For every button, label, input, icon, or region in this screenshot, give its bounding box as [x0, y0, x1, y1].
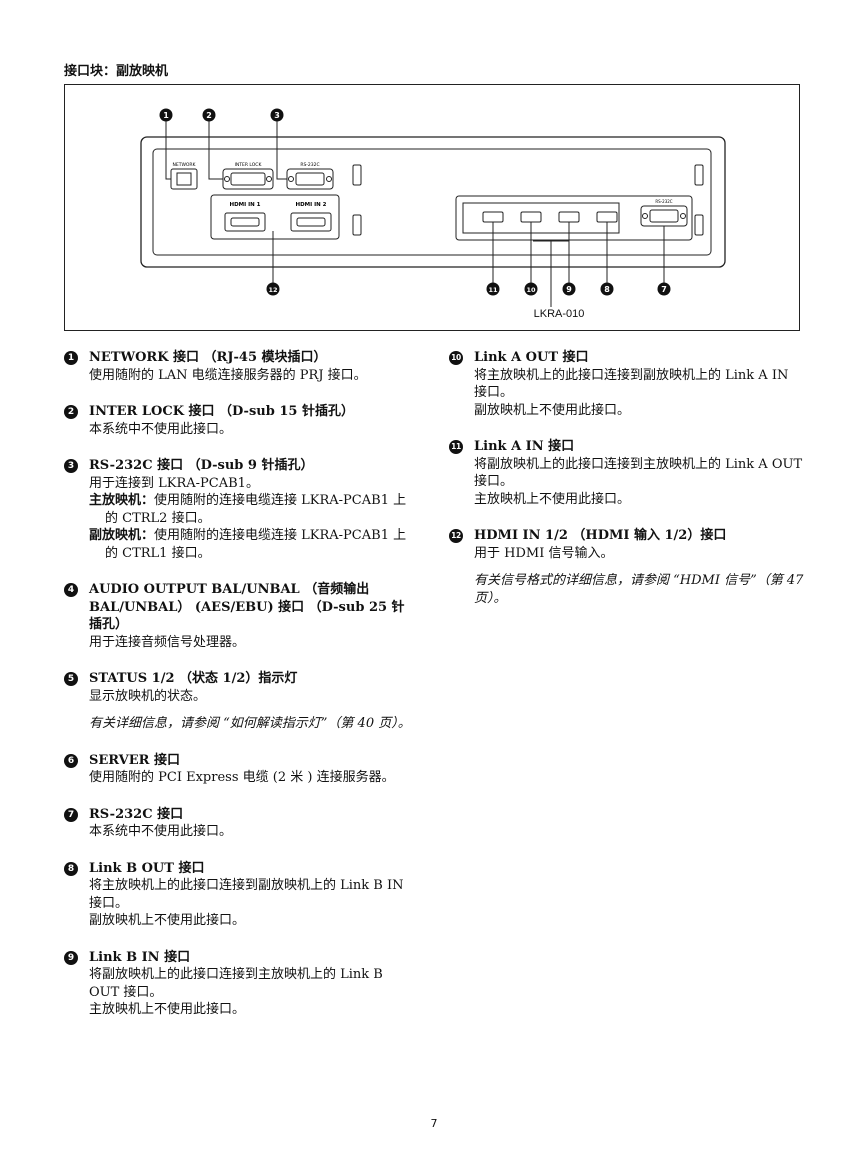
item-text: 副放映机上不使用此接口。 [89, 913, 246, 928]
item-text: 主放映机上不使用此接口。 [89, 1002, 246, 1017]
item-number: 6 [64, 753, 78, 768]
hdmi-ports: HDMI IN 1 HDMI IN 2 [210, 194, 340, 240]
item-title: STATUS 1/2 （状态 1/2）指示灯 [89, 671, 298, 686]
item-text: 将主放映机上的此接口连接到副放映机上的 Link A IN 接口。 [474, 367, 789, 401]
item-text: 用于 HDMI 信号输入。 [474, 545, 614, 561]
board-label: LKRA-010 [534, 308, 585, 320]
svg-text:7: 7 [661, 285, 667, 294]
item-text: 显示放映机的状态。 [89, 688, 207, 704]
item-title: Link A OUT 接口 [474, 350, 589, 365]
item-number: 8 [64, 861, 78, 876]
list-item: 8 Link B OUT 接口 将主放映机上的此接口连接到副放映机上的 Link… [64, 860, 414, 930]
list-item: 10 Link A OUT 接口 将主放映机上的此接口连接到副放映机上的 Lin… [449, 349, 805, 419]
item-title: AUDIO OUTPUT BAL/UNBAL （音频输出 BAL/UNBAL） … [89, 582, 405, 632]
item-title: SERVER 接口 [89, 752, 180, 768]
item-text: 用于连接音频信号处理器。 [89, 634, 246, 650]
item-number: 12 [449, 529, 463, 543]
item-title: NETWORK 接口 （RJ-45 模块插口） [89, 350, 327, 365]
list-item: 6 SERVER 接口 使用随附的 PCI Express 电缆 (2 米 ) … [64, 752, 414, 787]
list-item: 3 RS-232C 接口 （D-sub 9 针插孔） 用于连接到 LKRA-PC… [64, 457, 414, 562]
lkra-board: RS-232C [455, 195, 693, 241]
rs232c-top-label: RS-232C [300, 162, 319, 168]
item-title: Link B OUT 接口 [89, 860, 205, 876]
callout-10 [524, 282, 538, 296]
item-text: 副放映机上不使用此接口。 [474, 402, 631, 418]
item-text: 主放映机上不使用此接口。 [474, 491, 631, 507]
callout-12 [266, 282, 280, 296]
network-label: NETWORK [172, 162, 196, 168]
item-text: 使用随附的 LAN 电缆连接服务器的 PRJ 接口。 [89, 367, 367, 383]
list-item: 12 HDMI IN 1/2 （HDMI 输入 1/2）接口 用于 HDMI 信… [449, 527, 805, 607]
callout-1 [159, 108, 173, 122]
callout-9 [562, 282, 576, 296]
item-text: 将副放映机上的此接口连接到主放映机上的 Link A OUT 接口。 [474, 456, 803, 490]
rs232c-small-label: RS-232C [655, 199, 672, 204]
section-heading: 接口块：副放映机 [64, 64, 169, 79]
item-number: 5 [64, 672, 78, 686]
right-column: 10 Link A OUT 接口 将主放映机上的此接口连接到副放映机上的 Lin… [449, 349, 805, 626]
callout-8 [600, 282, 614, 296]
list-item: 5 STATUS 1/2 （状态 1/2）指示灯 显示放映机的状态。 有关详细信… [64, 670, 414, 733]
svg-text:2: 2 [206, 111, 212, 120]
item-number: 7 [64, 807, 78, 822]
svg-text:12: 12 [268, 286, 277, 294]
item-number: 1 [64, 351, 78, 365]
item-number: 9 [64, 950, 78, 965]
rs232c-port-top: RS-232C [286, 162, 334, 190]
item-title: RS-232C 接口 （D-sub 9 针插孔） [89, 458, 314, 473]
list-item: 2 INTER LOCK 接口 （D-sub 15 针插孔） 本系统中不使用此接… [64, 403, 414, 438]
svg-text:10: 10 [526, 286, 536, 294]
item-title: INTER LOCK 接口 （D-sub 15 针插孔） [89, 404, 354, 419]
item-number: 11 [449, 440, 463, 454]
hdmi-in1-label: HDMI IN 1 [230, 202, 261, 208]
reference-note: 有关信号格式的详细信息，请参阅 “HDMI 信号”（第 47 页）。 [474, 573, 804, 606]
reference-note: 有关详细信息，请参阅 “如何解读指示灯”（第 40 页）。 [89, 716, 411, 731]
callout-3 [270, 108, 284, 122]
list-item: 1 NETWORK 接口 （RJ-45 模块插口） 使用随附的 LAN 电缆连接… [64, 349, 414, 384]
interlock-port: INTER LOCK [222, 162, 274, 190]
item-title: RS-232C 接口 [89, 806, 184, 822]
item-number: 10 [449, 351, 463, 365]
network-port: NETWORK [170, 162, 198, 190]
list-item: 7 RS-232C 接口 本系统中不使用此接口。 [64, 806, 414, 841]
item-title: Link A IN 接口 [474, 439, 575, 454]
callout-7 [657, 282, 671, 296]
svg-text:9: 9 [566, 285, 572, 294]
item-text: 用于连接到 LKRA-PCAB1。 [89, 475, 259, 491]
hdmi-in2-label: HDMI IN 2 [296, 202, 327, 208]
item-text: 将副放映机上的此接口连接到主放映机上的 Link B OUT 接口。 [89, 967, 383, 1000]
page-number: 7 [430, 1117, 438, 1130]
item-number: 2 [64, 405, 78, 419]
item-number: 4 [64, 583, 78, 597]
connector-panel-figure: NETWORK INTER LOCK RS-232C [64, 84, 800, 331]
svg-text:11: 11 [488, 286, 498, 294]
item-text: 本系统中不使用此接口。 [89, 824, 233, 839]
list-item: 9 Link B IN 接口 将副放映机上的此接口连接到主放映机上的 Link … [64, 949, 414, 1019]
list-item: 11 Link A IN 接口 将副放映机上的此接口连接到主放映机上的 Link… [449, 438, 805, 508]
sub-projector-note: 副放映机：使用随附的连接电缆连接 LKRA-PCAB1 上的 CTRL1 接口。 [89, 528, 407, 561]
callout-11 [486, 282, 500, 296]
connector-panel-diagram: NETWORK INTER LOCK RS-232C [140, 108, 726, 320]
item-title: HDMI IN 1/2 （HDMI 输入 1/2）接口 [474, 528, 727, 543]
item-text: 将主放映机上的此接口连接到副放映机上的 Link B IN 接口。 [89, 878, 404, 911]
item-number: 3 [64, 459, 78, 473]
item-text: 使用随附的 PCI Express 电缆 (2 米 ) 连接服务器。 [89, 770, 395, 785]
item-text: 本系统中不使用此接口。 [89, 421, 233, 437]
svg-text:3: 3 [274, 111, 280, 120]
item-title: Link B IN 接口 [89, 949, 191, 965]
svg-text:1: 1 [163, 111, 169, 120]
main-projector-note: 主放映机：使用随附的连接电缆连接 LKRA-PCAB1 上的 CTRL2 接口。 [89, 493, 407, 526]
interlock-label: INTER LOCK [235, 162, 263, 168]
left-column: 1 NETWORK 接口 （RJ-45 模块插口） 使用随附的 LAN 电缆连接… [64, 349, 414, 1038]
callout-2 [202, 108, 216, 122]
list-item: 4 AUDIO OUTPUT BAL/UNBAL （音频输出 BAL/UNBAL… [64, 581, 414, 651]
svg-text:8: 8 [604, 285, 610, 294]
